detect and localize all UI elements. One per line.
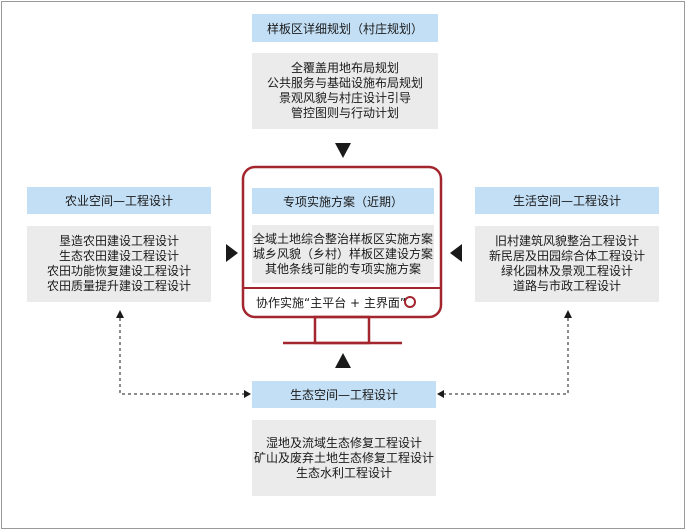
right-header: 生活空间—工程设计 [475,187,659,214]
top-header-label: 样板区详细规划（村庄规划） [266,21,423,36]
dashed-connector-right [442,318,569,395]
right-item: 新民居及田园综合体工程设计 [488,249,645,263]
center-header-label: 专项实施方案（近期） [282,194,403,209]
dashed-connector-left [119,318,246,395]
center-item: 城乡风貌（乡村）样板区建设方案 [252,246,433,261]
right-item: 道路与市政工程设计 [512,279,621,293]
right-item: 绿化园林及景观工程设计 [500,264,633,278]
bottom-item: 矿山及废弃土地生态修复工程设计 [253,450,434,465]
top-item: 公共服务与基础设施布局规划 [266,76,423,90]
top-item: 管控图则与行动计划 [290,106,399,120]
power-button-icon [404,296,416,308]
left-header: 农业空间—工程设计 [27,187,211,214]
left-item: 生态农田建设工程设计 [58,249,179,263]
center-body: 全域土地综合整治样板区实施方案 城乡风貌（乡村）样板区建设方案 其他条线可能的专… [252,225,434,283]
arrow-right-icon [226,244,238,262]
left-body: 垦造农田建设工程设计 生态农田建设工程设计 农田功能恢复建设工程设计 农田质量提… [27,226,211,302]
right-header-label: 生活空间—工程设计 [512,194,621,208]
center-header: 专项实施方案（近期） [252,188,434,214]
bottom-body: 湿地及流域生态修复工程设计 矿山及废弃土地生态修复工程设计 生态水利工程设计 [252,420,436,496]
arrow-left-icon [450,244,462,262]
monitor-stand-neck [313,315,371,345]
arrow-down-icon [335,143,351,158]
arrow-up-icon [335,353,351,368]
top-item: 景观风貌与村庄设计引导 [278,91,411,105]
center-item: 全域土地综合整治样板区实施方案 [252,231,433,246]
top-header: 样板区详细规划（村庄规划） [252,14,438,42]
right-item: 旧村建筑风貌整治工程设计 [494,234,639,248]
top-body: 全覆盖用地布局规划 公共服务与基础设施布局规划 景观风貌与村庄设计引导 管控图则… [252,53,438,129]
center-item: 其他条线可能的专项实施方案 [264,261,421,276]
top-item: 全覆盖用地布局规划 [290,61,399,75]
left-header-label: 农业空间—工程设计 [64,194,173,208]
bottom-header: 生态空间—工程设计 [252,381,436,408]
dashed-arrowhead-left-icon [437,390,444,398]
bottom-item: 生态水利工程设计 [295,465,392,480]
right-body: 旧村建筑风貌整治工程设计 新民居及田园综合体工程设计 绿化园林及景观工程设计 道… [475,226,659,302]
dashed-arrowhead-up-icon [116,310,124,318]
dashed-arrowhead-right-icon [244,390,251,398]
dashed-arrowhead-up-icon [564,310,572,318]
monitor-footer-text: 协作实施“主平台 + 主界面” [256,296,407,310]
bottom-header-label: 生态空间—工程设计 [289,388,398,402]
left-item: 垦造农田建设工程设计 [58,234,179,248]
left-item: 农田质量提升建设工程设计 [46,279,191,293]
left-item: 农田功能恢复建设工程设计 [46,264,191,278]
bottom-item: 湿地及流域生态修复工程设计 [265,435,422,450]
